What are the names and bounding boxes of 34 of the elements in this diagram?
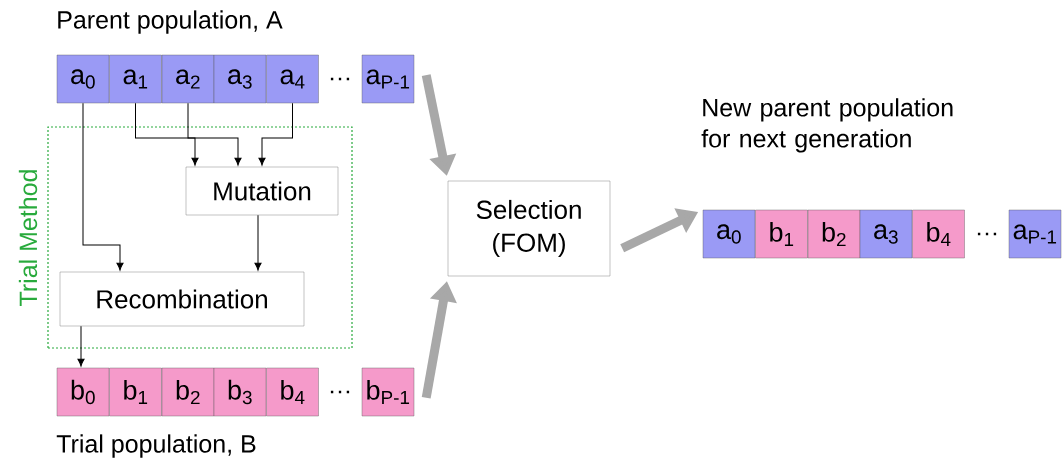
array-cell: b$_{2}$ [161,367,215,417]
process-box: Mutation [185,166,339,216]
array-cell: b$_{4}$ [912,209,965,259]
ellipsis: … [330,390,350,394]
arrow [258,102,293,166]
array-cell: a$_{0}$ [56,54,110,104]
population-label: New parent population for next generation [701,98,953,153]
arrow [135,102,199,166]
arrow [187,102,242,166]
array-cell: a$_{3}$ [859,209,913,259]
process-box: Selection (FOM) [447,180,611,277]
array-cell: a$_{3}$ [213,54,267,104]
array-cell: b$_{P-1}$ [361,367,415,417]
arrow [82,102,124,271]
array-cell: a$_{P-1}$ [1008,209,1062,259]
process-box: Recombination [59,271,305,327]
ellipsis: … [330,77,350,81]
array-cell: b$_{1}$ [755,209,808,259]
array-cell: a$_{2}$ [161,54,215,104]
array-cell: b$_{1}$ [109,367,162,417]
array-cell: b$_{2}$ [807,209,861,259]
array-cell: a$_{0}$ [702,209,756,259]
array-cell: a$_{P-1}$ [361,54,415,104]
array-cell: a$_{4}$ [266,54,319,104]
arrow [77,325,85,367]
population-label: Parent population, A [58,10,283,34]
array-cell: a$_{1}$ [109,54,162,104]
ellipsis: … [977,232,997,236]
node-label: Trial Method [18,170,38,306]
array-cell: b$_{4}$ [266,367,319,417]
array-cell: b$_{3}$ [213,367,267,417]
array-cell: b$_{0}$ [56,367,110,417]
population-label: Trial population, B [56,434,256,458]
arrow [254,214,262,271]
